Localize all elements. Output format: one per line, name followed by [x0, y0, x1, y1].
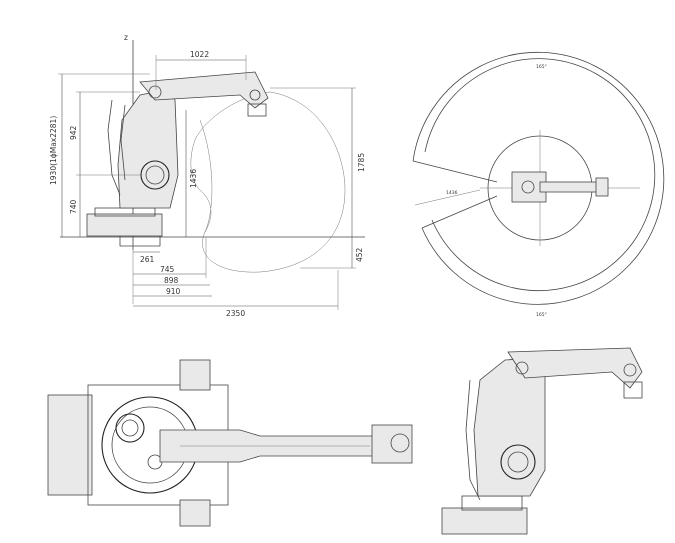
- envelope-inner-arc: [199, 119, 213, 233]
- end-base: [441, 507, 528, 535]
- end-joint-3: [515, 361, 529, 375]
- dim-1436: 1436: [189, 169, 198, 188]
- dim-942: 942: [69, 125, 78, 140]
- dim-910: 910: [166, 287, 181, 296]
- plan-base-plate: [47, 394, 93, 496]
- end-upper-arm: [507, 347, 643, 389]
- plan-wrist-circle: [390, 433, 410, 453]
- dim-740: 740: [69, 199, 78, 214]
- dim-2350: 2350: [226, 309, 245, 318]
- top-dim-1436: 1436: [446, 190, 458, 196]
- joint-3-circle: [148, 85, 162, 99]
- top-view: 1436 165° 165°: [412, 52, 665, 318]
- end-joint-inner: [507, 451, 529, 473]
- inner-reach-arc: [424, 58, 656, 292]
- dim-1930: 1930(1ϕMax2281): [49, 116, 58, 185]
- plan-joint-circle: [115, 413, 145, 443]
- dim-898: 898: [164, 276, 179, 285]
- angle-bottom-label: 165°: [536, 312, 547, 318]
- wrist-joint-circle: [249, 89, 261, 101]
- end-column: [473, 357, 546, 497]
- dim-line-1436-top: [414, 189, 481, 206]
- plan-joint-inner: [121, 419, 139, 437]
- joint-2-inner: [145, 165, 165, 185]
- end-view: [441, 347, 643, 535]
- robot-base: [86, 213, 163, 237]
- angle-top-label: 165°: [536, 64, 547, 70]
- dim-1785: 1785: [357, 153, 366, 172]
- outer-reach-arc: [412, 52, 665, 305]
- dim-1022: 1022: [190, 50, 209, 59]
- end-wrist-joint: [623, 363, 637, 377]
- base-foot: [119, 236, 161, 247]
- rear-link: [107, 99, 121, 196]
- end-effector-box: [623, 381, 643, 399]
- plan-view: [47, 359, 413, 527]
- plan-motor-top: [179, 359, 211, 391]
- plan-wrist-block: [371, 424, 413, 464]
- z-axis-label: z: [124, 33, 128, 42]
- top-robot-gripper: [595, 177, 609, 197]
- robot-column: [117, 89, 179, 209]
- end-effector: [247, 103, 267, 117]
- end-rear-link: [465, 379, 481, 501]
- rear-link-inner: [120, 104, 126, 181]
- side-view: z 1022 1930(1ϕMax2281) 942: [49, 33, 366, 318]
- limit-line-top: [412, 160, 498, 183]
- end-joint-circle: [500, 444, 536, 480]
- top-robot-joint: [521, 180, 535, 194]
- work-envelope-outline: [190, 91, 346, 273]
- dim-261: 261: [140, 255, 155, 264]
- joint-2-circle: [140, 160, 170, 190]
- limit-line-bottom: [421, 195, 498, 229]
- top-robot-arm: [539, 181, 601, 193]
- dim-452: 452: [355, 247, 364, 262]
- plan-motor-bottom: [179, 499, 211, 527]
- dim-745: 745: [160, 265, 175, 274]
- upper-arm: [139, 71, 269, 109]
